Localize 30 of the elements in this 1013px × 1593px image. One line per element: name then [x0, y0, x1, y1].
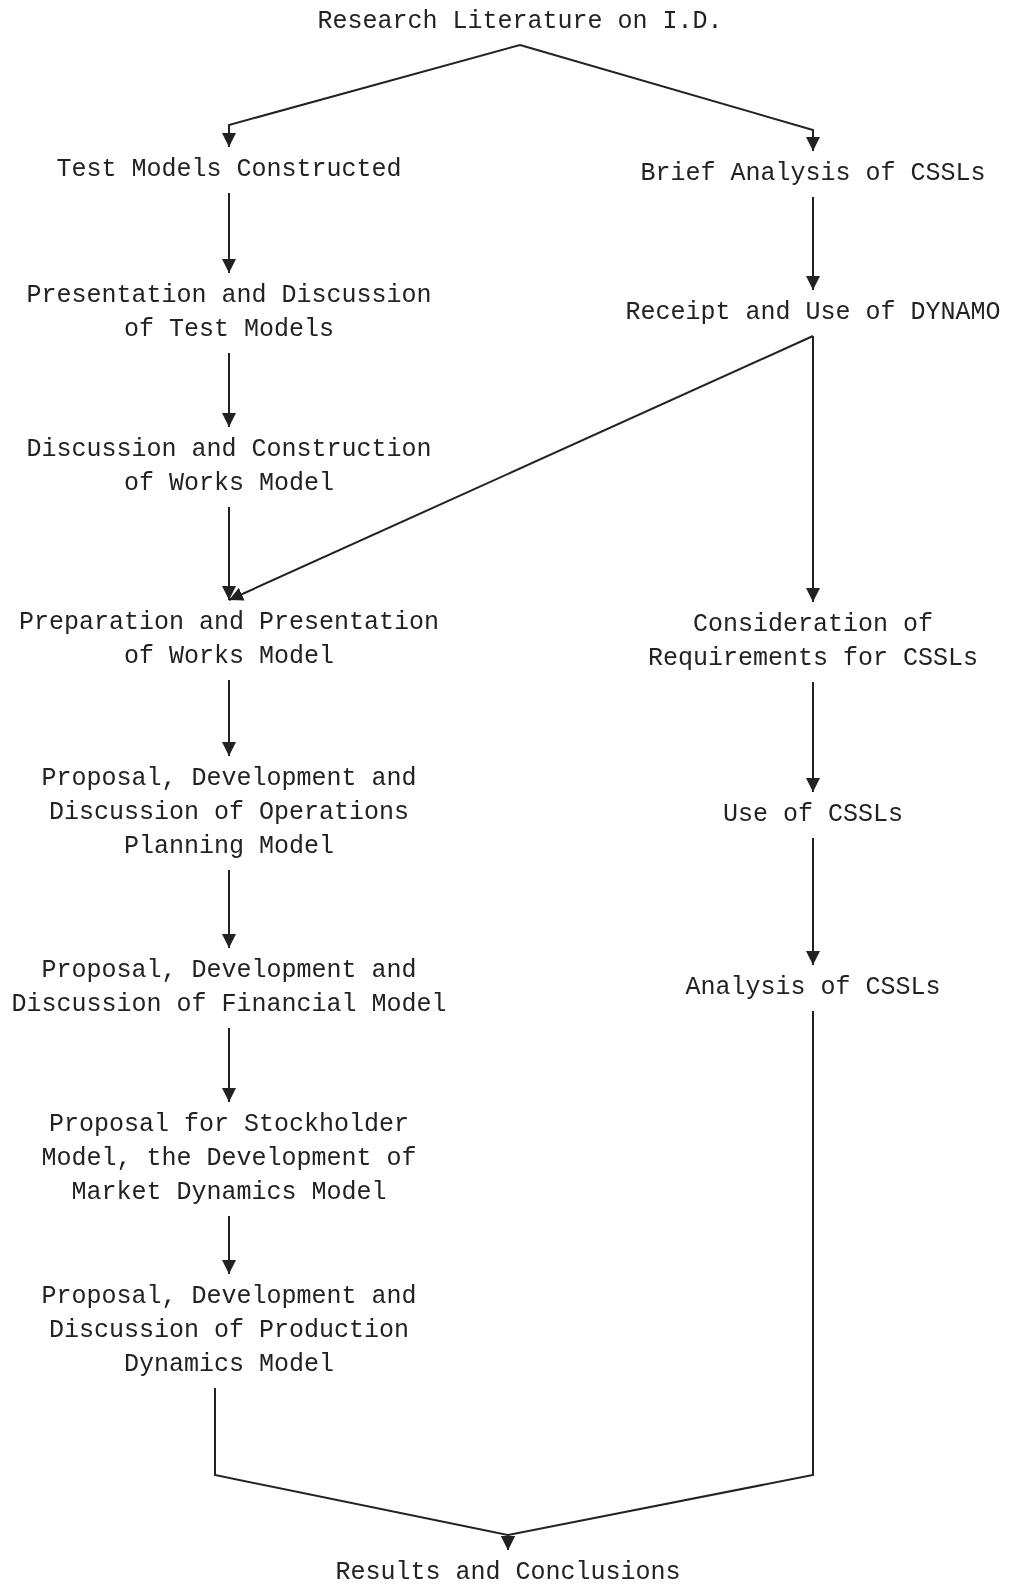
step-label: Proposal, Development and Discussion of Financial Model	[10, 955, 448, 1021]
arrow	[806, 681, 820, 793]
step-label: Results and Conclusions	[335, 1557, 681, 1589]
step-label: Brief Analysis of CSSLs	[640, 158, 986, 190]
arrow	[222, 352, 236, 428]
arrow	[228, 335, 814, 601]
arrow	[806, 837, 820, 966]
arrow	[806, 196, 820, 291]
arrow	[222, 679, 236, 757]
step-label: Proposal for Stockholder Model, the Development of Market Dynamics Model	[40, 1109, 418, 1209]
step-label: Use of CSSLs	[723, 799, 903, 831]
arrow	[806, 335, 820, 603]
arrow	[222, 44, 521, 148]
step-label: Research Literature on I.D.	[317, 6, 723, 38]
step-label: Consideration of Requirements for CSSLs	[646, 609, 980, 675]
arrow	[222, 192, 236, 274]
arrow	[222, 1027, 236, 1103]
arrow	[519, 44, 820, 152]
arrow	[222, 1215, 236, 1275]
step-label: Discussion and Construction of Works Model	[25, 434, 433, 500]
step-label: Proposal, Development and Discussion of Production Dynamics Model	[40, 1281, 418, 1381]
step-label: Presentation and Discussion of Test Models	[25, 280, 433, 346]
step-label: Proposal, Development and Discussion of Operations Planning Model	[40, 763, 418, 863]
arrow	[222, 506, 236, 601]
step-label: Analysis of CSSLs	[685, 972, 941, 1004]
step-label: Receipt and Use of DYNAMO	[625, 297, 1001, 329]
arrow	[222, 869, 236, 949]
step-label: Test Models Constructed	[56, 154, 402, 186]
arrow	[501, 1010, 814, 1551]
step-label: Preparation and Presentation of Works Model	[17, 607, 441, 673]
